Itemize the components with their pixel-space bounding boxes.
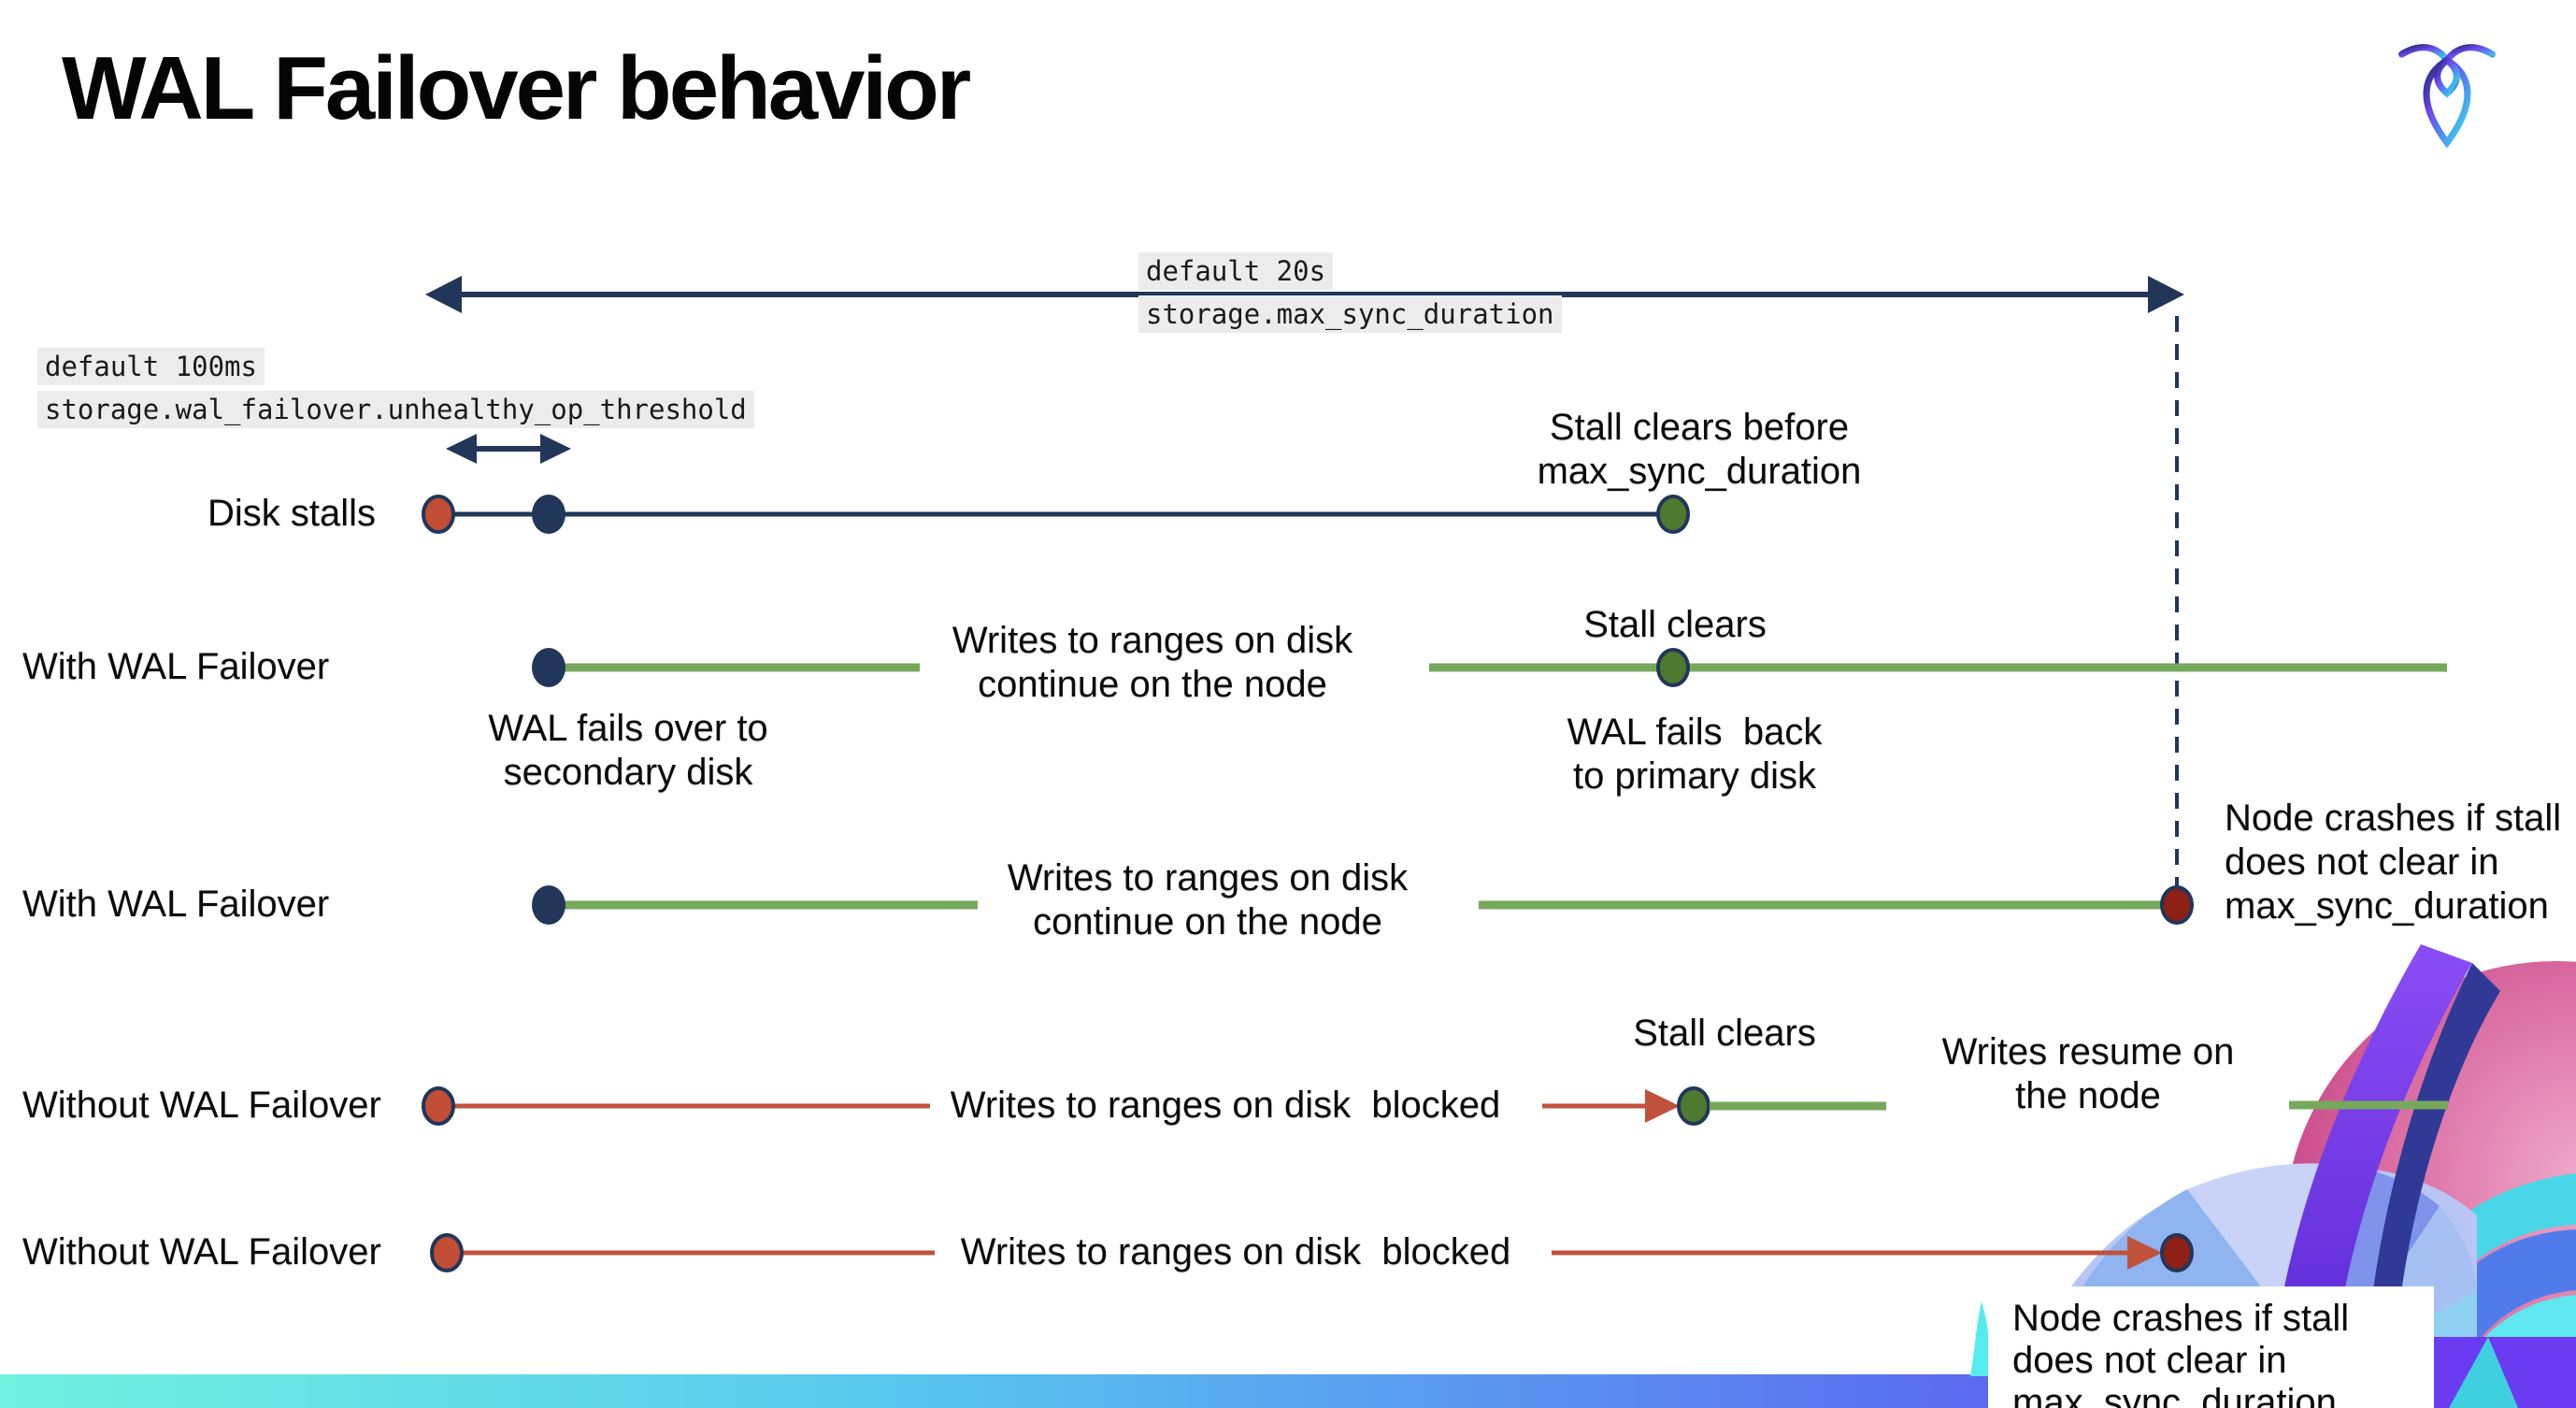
note-fails-over: WAL fails over to secondary disk [488, 708, 768, 793]
logo-antenna-right [2443, 44, 2496, 65]
threshold-name-chip: storage.wal_failover.unhealthy_op_thresh… [37, 391, 754, 428]
note-writes-continue-1: Writes to ranges on disk continue on the… [952, 620, 1353, 705]
note-stall-clears-before: Stall clears before max_sync_duration [1537, 407, 1862, 492]
note-stall-clears-1: Stall clears [1583, 604, 1767, 645]
max-sync-name-chip: storage.max_sync_duration [1138, 295, 1562, 333]
max-sync-default-chip: default 20s [1138, 252, 1334, 290]
row-label-with-failover-1: With WAL Failover [22, 646, 330, 687]
crash-note-without-failover: Node crashes if stall does not clear in … [2012, 1298, 2350, 1408]
note-writes-blocked-2: Writes to ranges on disk blocked [960, 1231, 1511, 1272]
stall-clear-dot [1677, 1086, 1710, 1126]
logo-body [2423, 56, 2471, 149]
note-writes-continue-2: Writes to ranges on disk continue on the… [1007, 857, 1409, 942]
row-with-failover-1 [532, 648, 2447, 687]
failover-dot [532, 885, 565, 925]
stall-clear-dot [1656, 648, 1690, 687]
note-writes-blocked-1: Writes to ranges on disk blocked [950, 1085, 1501, 1126]
stall-start-dot [430, 1233, 464, 1272]
row-label-without-failover-2: Without WAL Failover [22, 1231, 381, 1272]
art-cyan-sliver [1970, 1301, 1990, 1376]
page-title: WAL Failover behavior [62, 38, 971, 138]
cockroachdb-logo [2398, 44, 2496, 149]
note-writes-resume: Writes resume on the node [1941, 1031, 2235, 1116]
crash-dot [2160, 885, 2194, 925]
art-teal-wedge [2449, 1337, 2518, 1408]
row-label-without-failover-1: Without WAL Failover [22, 1085, 381, 1126]
note-fails-back: WAL fails back to primary disk [1567, 711, 1823, 797]
max-sync-duration-setting: default 20s storage.max_sync_duration [1138, 252, 1562, 338]
row-disk-stalls [422, 495, 1690, 534]
logo-antenna-left [2398, 44, 2451, 65]
row-label-disk-stalls: Disk stalls [208, 493, 377, 534]
stall-clear-dot [1656, 495, 1690, 534]
art-indigo-stripe [2365, 963, 2500, 1374]
threshold-dot [532, 495, 565, 534]
logo-inner-leaf [2434, 57, 2460, 98]
note-node-crashes-failover: Node crashes if stall does not clear in … [2225, 797, 2562, 927]
stall-start-dot [422, 495, 455, 534]
crash-note-box: Node crashes if stall does not clear in … [1988, 1286, 2434, 1408]
art-purple-trunk [2271, 944, 2472, 1374]
unhealthy-op-threshold-setting: default 100ms storage.wal_failover.unhea… [37, 348, 754, 434]
threshold-default-chip: default 100ms [37, 348, 265, 385]
stall-start-dot [422, 1086, 455, 1126]
note-stall-clears-2: Stall clears [1633, 1013, 1816, 1054]
threshold-arrow [446, 434, 571, 464]
failover-dot [532, 648, 565, 687]
row-label-with-failover-2: With WAL Failover [22, 884, 330, 925]
